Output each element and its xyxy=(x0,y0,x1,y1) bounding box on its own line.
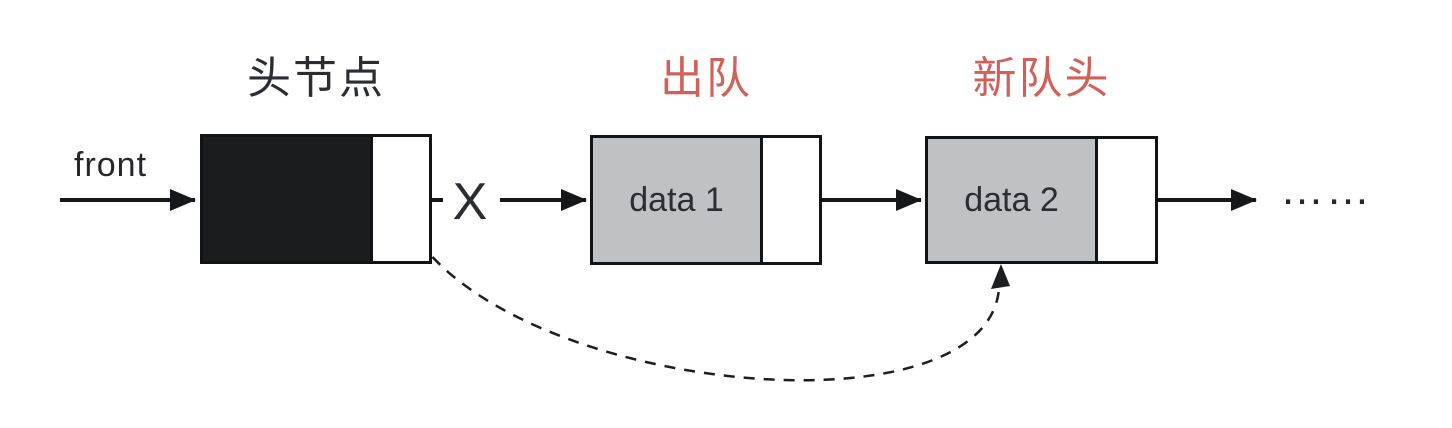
node-data2-box: data 2 xyxy=(925,136,1158,264)
head-node-label: 头节点 xyxy=(247,54,385,103)
node-data1-box: data 1 xyxy=(590,135,822,265)
node-data2-data-cell: data 2 xyxy=(928,139,1098,261)
head-node-data-cell xyxy=(203,137,373,261)
dashed-relink-arrowhead xyxy=(991,264,1010,289)
broken-link-x-mark: X xyxy=(452,173,488,231)
head-node-pointer-cell xyxy=(373,137,429,261)
node-data2-pointer-cell xyxy=(1098,139,1155,261)
node-data1-pointer-cell xyxy=(763,138,819,262)
node-data1-data-cell: data 1 xyxy=(593,138,763,262)
front-pointer-text: front xyxy=(74,146,148,184)
dequeue-label: 出队 xyxy=(660,54,752,103)
new-head-label: 新队头 xyxy=(972,54,1111,103)
queue-continues-ellipsis: …… xyxy=(1280,165,1372,214)
head-node-box xyxy=(200,134,432,264)
